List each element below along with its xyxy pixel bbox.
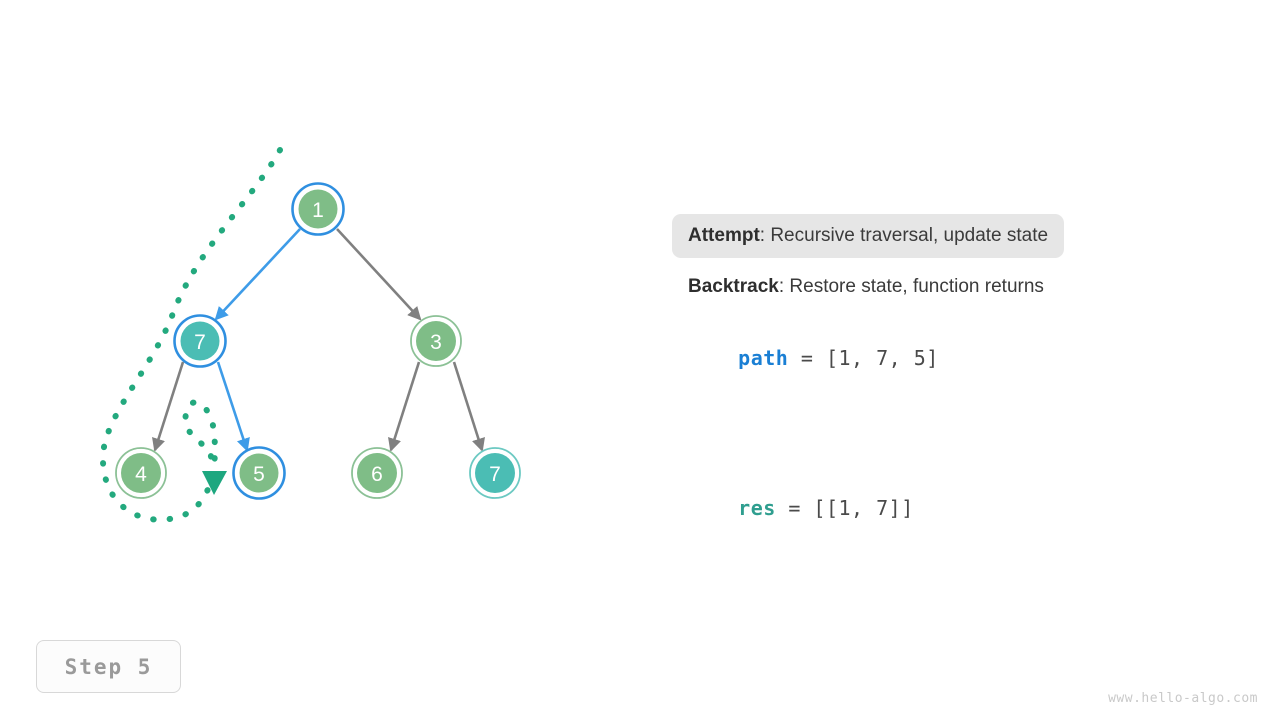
attempt-highlight-box: Attempt: Recursive traversal, update sta… [672, 214, 1065, 258]
node-7-left-label: 7 [194, 331, 206, 354]
attempt-label: Attempt [688, 225, 760, 246]
path-variable-value: = [1, 7, 5] [788, 346, 939, 370]
node-3-circle [416, 321, 456, 361]
res-variable-value: = [[1, 7]] [775, 496, 914, 520]
tree-node-4[interactable]: 4 [115, 447, 167, 499]
node-1-outer-ring [291, 182, 345, 236]
edge-1-to-7-left [214, 228, 301, 321]
node-7-right-outer-ring [469, 447, 521, 499]
node-4-gap-ring [117, 449, 165, 497]
node-5-outer-ring [232, 446, 286, 500]
backtrack-trail-arrowhead [202, 471, 227, 495]
node-7-left-circle [180, 321, 220, 361]
res-variable-row: res = [[1, 7]] [688, 472, 1208, 544]
tree-node-3[interactable]: 3 [410, 315, 462, 367]
node-7-right-label: 7 [489, 463, 501, 486]
edge-3-to-7-right [452, 361, 485, 452]
edge-7-left-to-5 [216, 361, 250, 452]
tree-nodes: 1 7 3 4 5 [115, 182, 521, 500]
backtrack-text: : Restore state, function returns [778, 276, 1044, 297]
tree-node-6[interactable]: 6 [351, 447, 403, 499]
node-7-right-gap-ring [471, 449, 519, 497]
tree-node-7-right[interactable]: 7 [469, 447, 521, 499]
node-5-label: 5 [253, 463, 265, 486]
info-panel: Attempt: Recursive traversal, update sta… [672, 214, 1208, 544]
edge-7-left-to-4 [152, 361, 185, 452]
tree-node-1[interactable]: 1 [291, 182, 345, 236]
backtrack-trail [99, 147, 283, 523]
node-1-gap-ring [294, 185, 342, 233]
node-3-gap-ring [412, 317, 460, 365]
edge-1-to-3 [336, 228, 422, 321]
node-4-circle [121, 453, 161, 493]
tree-node-7-left[interactable]: 7 [173, 314, 227, 368]
edge-3-to-6 [388, 361, 421, 452]
node-5-circle [239, 453, 279, 493]
path-variable-name: path [738, 346, 789, 370]
node-6-outer-ring [351, 447, 403, 499]
node-6-circle [357, 453, 397, 493]
node-4-outer-ring [115, 447, 167, 499]
backtrack-label: Backtrack [688, 276, 779, 297]
path-variable-row: path = [1, 7, 5] [688, 322, 1208, 394]
node-3-outer-ring [410, 315, 462, 367]
node-7-left-gap-ring [176, 317, 224, 365]
backtrack-trail-path [99, 147, 283, 523]
attempt-row: Attempt: Recursive traversal, update sta… [672, 214, 1208, 258]
tree-edges [152, 228, 485, 452]
node-7-right-circle [475, 453, 515, 493]
step-badge-label: Step 5 [64, 654, 153, 679]
res-variable-name: res [738, 496, 776, 520]
tree-node-5[interactable]: 5 [232, 446, 286, 500]
node-3-label: 3 [430, 331, 442, 354]
node-1-circle [298, 189, 338, 229]
watermark: www.hello-algo.com [1108, 691, 1258, 706]
node-6-label: 6 [371, 463, 383, 486]
node-7-left-outer-ring [173, 314, 227, 368]
attempt-text: : Recursive traversal, update state [759, 225, 1049, 246]
backtrack-row: Backtrack: Restore state, function retur… [688, 277, 1208, 296]
node-1-label: 1 [312, 199, 324, 222]
node-4-label: 4 [135, 463, 147, 486]
node-6-gap-ring [353, 449, 401, 497]
node-5-gap-ring [235, 449, 283, 497]
step-badge: Step 5 [36, 640, 181, 693]
